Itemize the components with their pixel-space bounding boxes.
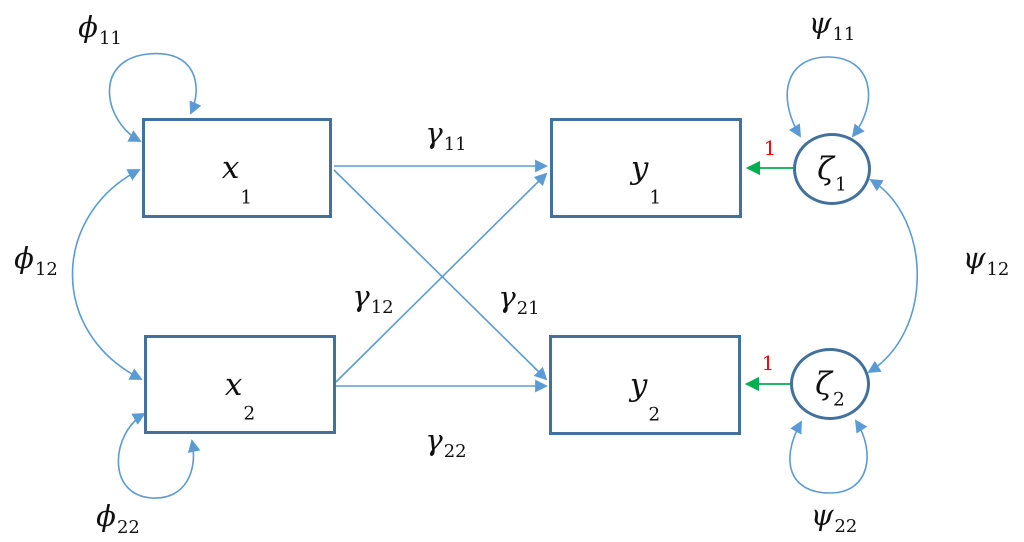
edge-phi11 [108, 52, 202, 142]
node-x2-symbol: x [224, 366, 243, 403]
node-x2-subscript: 2 [243, 403, 256, 425]
node-zeta2-subscript: 2 [832, 389, 845, 411]
node-x1-subscript: 1 [240, 187, 253, 209]
node-zeta1-subscript: 1 [834, 174, 847, 196]
edge-psi22 [789, 419, 868, 494]
node-zeta2-symbol: ζ [815, 366, 832, 402]
edge-phi22 [117, 413, 201, 499]
edge-psi11 [786, 56, 870, 138]
node-x1-symbol: x [221, 150, 240, 186]
edge-phi12 [71, 169, 143, 380]
node-y1-symbol: y [630, 150, 649, 186]
weight-label-zeta1-y1: 1 [763, 136, 777, 160]
node-y1-subscript: 1 [649, 187, 662, 209]
node-y2-subscript: 2 [648, 404, 661, 426]
node-y2-symbol: y [629, 367, 648, 403]
node-zeta1-symbol: ζ [817, 151, 834, 187]
edge-gamma12 [335, 172, 548, 383]
edge-psi12 [867, 178, 918, 374]
edge-gamma21 [333, 169, 548, 381]
weight-label-zeta2-y2: 1 [761, 351, 775, 375]
